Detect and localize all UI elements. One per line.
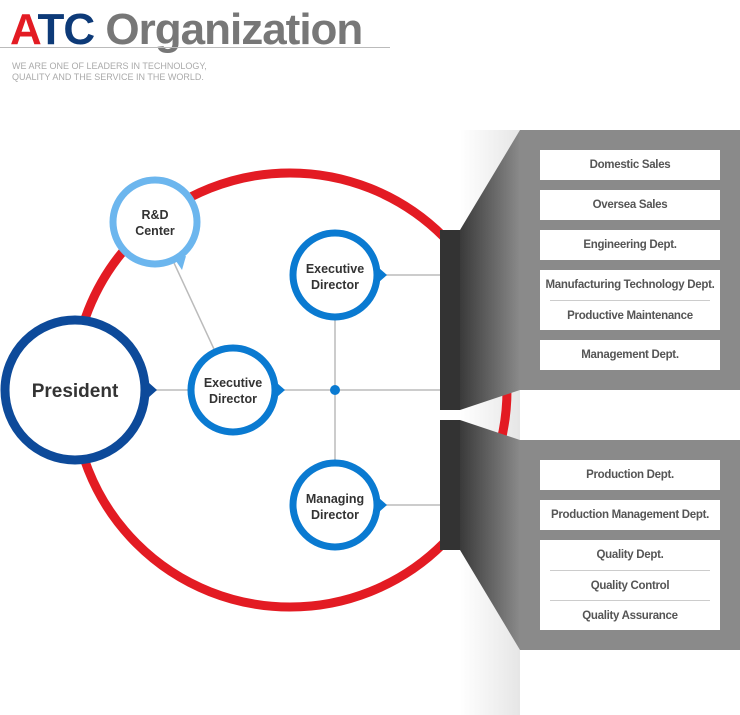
department-label: Productive Maintenance — [550, 300, 710, 330]
department-label: Quality Dept. — [596, 549, 664, 561]
title-divider — [0, 47, 390, 48]
node-managing-director[interactable]: Managing Director — [289, 459, 387, 551]
department-label: Manufacturing Technology Dept. — [545, 279, 715, 291]
department-label: Quality Control — [550, 570, 710, 600]
department-box[interactable]: Management Dept. — [540, 340, 720, 370]
department-box[interactable]: Production Dept. — [540, 460, 720, 490]
page-title: ATC Organization — [10, 5, 363, 54]
svg-text:Director: Director — [311, 278, 359, 292]
svg-text:Center: Center — [135, 224, 175, 238]
department-label: Engineering Dept. — [583, 239, 677, 251]
department-label: Production Dept. — [586, 469, 674, 481]
svg-text:President: President — [32, 381, 119, 402]
department-box[interactable]: Domestic Sales — [540, 150, 720, 180]
department-box[interactable]: Production Management Dept. — [540, 500, 720, 530]
svg-text:Managing: Managing — [306, 492, 364, 506]
node-president[interactable]: President — [0, 315, 157, 465]
departments-panel-bottom: Production Dept. Production Management De… — [520, 440, 740, 650]
department-label: Oversea Sales — [592, 199, 668, 211]
junction-dot — [330, 385, 340, 395]
department-box[interactable]: Manufacturing Technology Dept. Productive… — [540, 270, 720, 330]
department-label: Management Dept. — [581, 349, 679, 361]
panel-bevel-top — [460, 130, 520, 410]
node-executive-director-1[interactable]: Executive Director — [289, 229, 387, 321]
node-executive-director-2[interactable]: Executive Director — [187, 344, 285, 436]
svg-text:Director: Director — [209, 392, 257, 406]
connector-bar-top — [440, 230, 460, 410]
department-box[interactable]: Oversea Sales — [540, 190, 720, 220]
svg-text:Executive: Executive — [306, 262, 364, 276]
panel-bevel-bottom — [460, 420, 520, 650]
department-label: Quality Assurance — [550, 600, 710, 630]
svg-text:R&D: R&D — [141, 208, 168, 222]
svg-text:Director: Director — [311, 508, 359, 522]
department-box[interactable]: Engineering Dept. — [540, 230, 720, 260]
department-label: Domestic Sales — [589, 159, 671, 171]
subtitle: WE ARE ONE OF LEADERS IN TECHNOLOGY,QUAL… — [12, 61, 207, 82]
page-header: ATC Organization — [10, 5, 363, 54]
node-rd-center[interactable]: R&D Center — [109, 176, 201, 270]
department-label: Production Management Dept. — [550, 509, 710, 521]
svg-text:Executive: Executive — [204, 376, 262, 390]
connector-bar-bottom — [440, 420, 460, 550]
